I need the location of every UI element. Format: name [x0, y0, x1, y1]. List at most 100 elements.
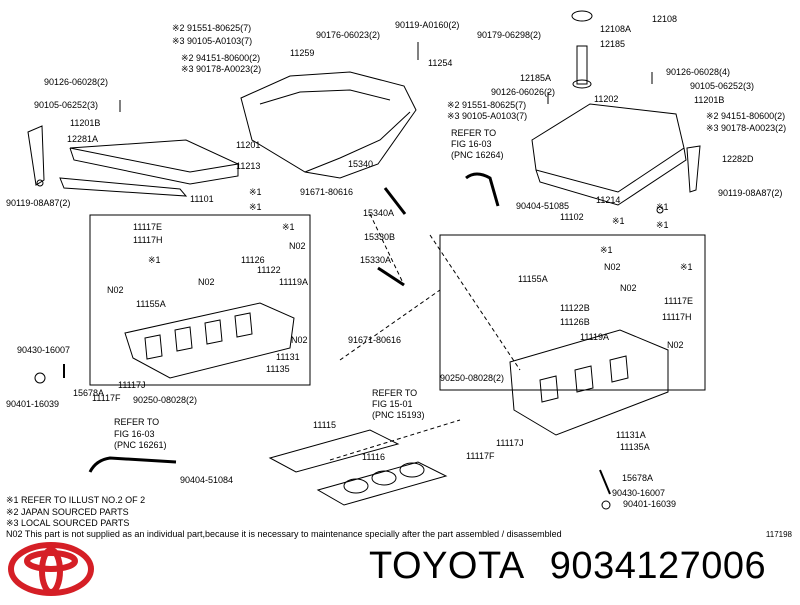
part-label-p25: 11201B: [70, 118, 100, 128]
part-label-p36: 11101: [190, 194, 214, 204]
part-label-p9: ※2 94151-80600(2): [181, 53, 260, 63]
part-label-p13: 90126-06028(4): [666, 67, 730, 77]
part-number: 9034127006: [549, 545, 767, 587]
part-label-p42: ※1: [656, 202, 669, 212]
part-label-p86: 11115: [313, 420, 336, 430]
part-label-p15: 12185A: [520, 73, 551, 83]
part-label-p4: 90119-A0160(2): [395, 20, 459, 30]
engine-cover: [240, 71, 417, 179]
part-label-p95: 90404-51084: [180, 475, 233, 485]
left-head-box: [89, 214, 311, 386]
part-label-p51: N02: [289, 241, 306, 251]
part-label-p96: 90430-16007: [612, 488, 665, 498]
cylinder-head-left: [124, 302, 295, 379]
part-label-p7: 12108A: [600, 24, 631, 34]
part-label-p82: 90401-16039: [6, 399, 59, 409]
part-label-p93: 11116: [362, 452, 385, 462]
part-label-p20: 90105-06252(3): [34, 100, 98, 110]
part-label-p8: 12185: [600, 39, 625, 49]
part-label-p83: FIG 15-01: [372, 399, 413, 409]
part-label-p34: 11214: [596, 195, 620, 205]
part-label-p50: 11117H: [133, 235, 163, 245]
part-label-p57: ※1: [680, 262, 693, 272]
head-gasket-upper: [268, 429, 400, 473]
part-label-p24: ※3 90178-A0023(2): [706, 123, 786, 133]
part-label-p40: ※1: [249, 202, 262, 212]
gasket-left: [59, 177, 188, 197]
right-head-box: [439, 234, 706, 391]
part-label-p49: 15330B: [364, 232, 395, 242]
part-label-p59: 11155A: [518, 274, 548, 284]
part-label-p65: 11155A: [136, 299, 166, 309]
part-label-p3: 90176-06023(2): [316, 30, 380, 40]
part-label-p94: 15678A: [622, 473, 653, 483]
part-label-p70: 91671-80616: [348, 335, 401, 345]
toyota-logo: [8, 542, 94, 596]
brand-name: TOYOTA: [369, 545, 525, 587]
part-label-p37: ※1: [249, 187, 262, 197]
part-label-p38: 91671-80616: [300, 187, 353, 197]
part-label-p5: 90179-06298(2): [477, 30, 541, 40]
part-label-p73: 90430-16007: [17, 345, 70, 355]
part-label-p12: 11254: [428, 58, 452, 68]
part-label-p89: 11117J: [496, 438, 524, 448]
part-label-p78: 15678A: [73, 388, 104, 398]
part-label-p11: 11259: [290, 48, 314, 58]
footnote-2: ※2 JAPAN SOURCED PARTS: [6, 507, 129, 517]
part-label-p87: FIG 16-03: [114, 429, 155, 439]
part-label-p63: N02: [107, 285, 124, 295]
bracket-left: [27, 125, 45, 186]
part-label-p39: 90119-08A87(2): [718, 188, 782, 198]
part-label-p90: (PNC 16261): [114, 440, 167, 450]
part-label-p52: ※1: [600, 245, 613, 255]
part-label-p27: REFER TO: [451, 128, 496, 138]
part-label-p14: 90105-06252(3): [690, 81, 754, 91]
part-label-p77: 11117J: [118, 380, 146, 390]
part-label-p22: ※3 90105-A0103(7): [447, 111, 527, 121]
part-label-p1: ※2 91551-80625(7): [172, 23, 251, 33]
part-label-p88: 11131A: [616, 430, 646, 440]
part-label-p66: 11122B: [560, 303, 590, 313]
part-label-p26: 12281A: [67, 134, 98, 144]
footnote-1: ※1 REFER TO ILLUST NO.2 OF 2: [6, 495, 146, 505]
part-label-p31: 15340: [348, 159, 373, 169]
part-label-p44: 11102: [560, 212, 584, 222]
part-label-p46: ※1: [282, 222, 295, 232]
part-label-p92: 11117F: [466, 451, 495, 461]
cylinder-head-cover-left: [69, 139, 240, 173]
part-label-p18: 11202: [594, 94, 618, 104]
part-label-p76: 90250-08028(2): [440, 373, 504, 383]
part-label-p60: N02: [198, 277, 215, 287]
part-label-p32: 12282D: [722, 154, 754, 164]
part-label-p45: ※1: [612, 216, 625, 226]
cylinder-head-cover-right: [531, 103, 685, 193]
diagram-code: 117198: [765, 530, 792, 539]
part-label-p30: 11201: [236, 140, 260, 150]
part-label-p48: ※1: [656, 220, 669, 230]
part-label-p47: 11117E: [133, 222, 162, 232]
part-label-p55: 11126: [241, 255, 265, 265]
part-label-p6: 12108: [652, 14, 677, 24]
part-label-p84: (PNC 15193): [372, 410, 425, 420]
part-label-p85: REFER TO: [114, 417, 159, 427]
part-label-p80: 11117F: [92, 393, 121, 403]
part-label-p58: 11122: [257, 265, 281, 275]
part-label-p21: ※2 91551-80625(7): [447, 100, 526, 110]
part-label-p28: FIG 16-03: [451, 139, 492, 149]
head-gasket-lower: [316, 461, 448, 506]
part-label-p56: N02: [604, 262, 621, 272]
bracket-right: [686, 145, 701, 193]
part-label-p68: 11126B: [560, 317, 590, 327]
part-label-p2: ※3 90105-A0103(7): [172, 36, 252, 46]
part-label-p33: 11213: [236, 161, 260, 171]
part-label-p71: 11119A: [580, 332, 609, 342]
part-label-p29: (PNC 16264): [451, 150, 504, 160]
part-label-p19: 11201B: [694, 95, 724, 105]
part-label-p67: 11117H: [662, 312, 692, 322]
part-label-p17: 90126-06026(2): [491, 87, 555, 97]
footnote-n02: N02 This part is not supplied as an indi…: [6, 529, 562, 539]
part-label-p72: N02: [667, 340, 684, 350]
part-label-p16: 90126-06028(2): [44, 77, 108, 87]
